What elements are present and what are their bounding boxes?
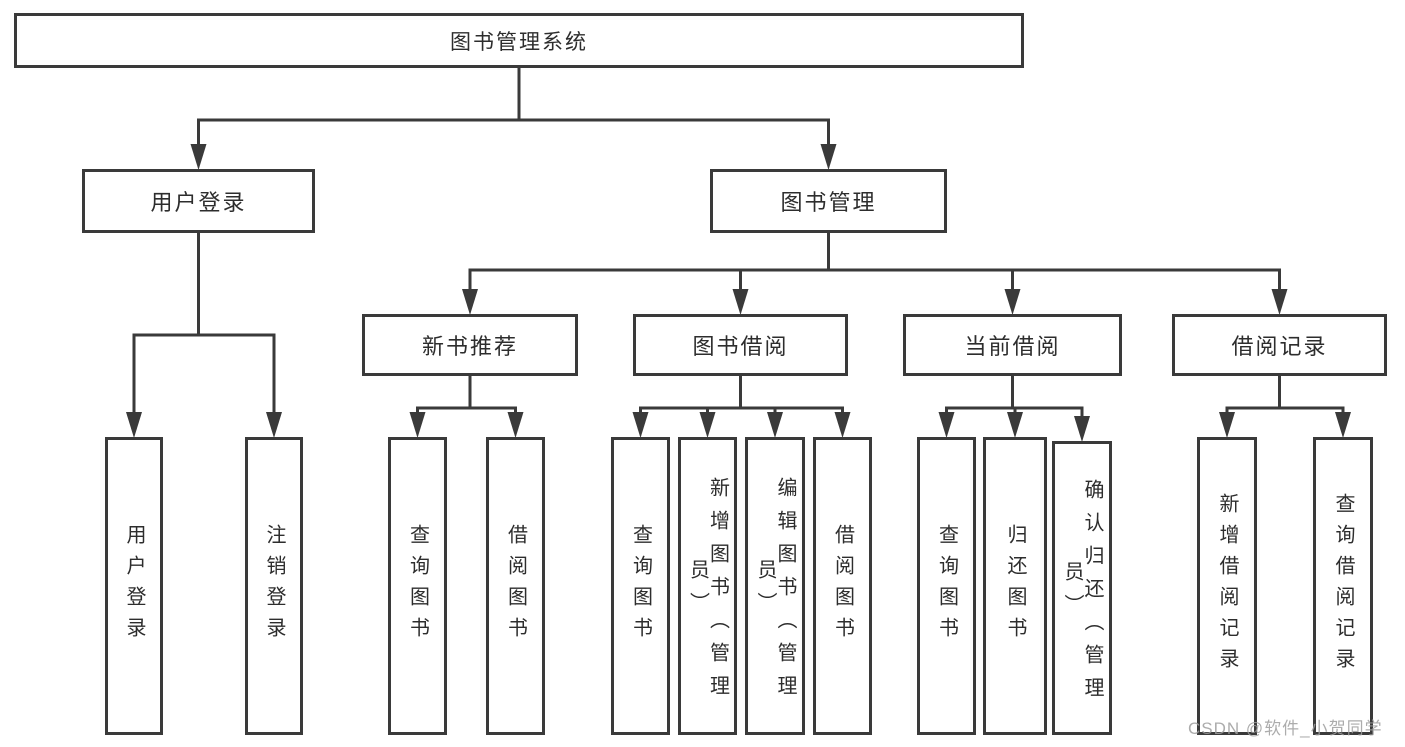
arrowhead-icon <box>126 412 142 438</box>
node-leaf-logout: 注销登录 <box>245 437 303 735</box>
arrowhead-icon <box>409 412 426 438</box>
arrowhead-icon <box>1004 289 1021 315</box>
arrowhead-icon <box>732 289 749 315</box>
node-label: 注销登录 <box>263 524 285 648</box>
node-label: 确认归还（管理员） <box>1061 478 1103 710</box>
node-label: 用户登录 <box>150 190 247 215</box>
arrowhead-icon <box>699 412 716 438</box>
arrowhead-icon <box>632 412 649 438</box>
edge-current-borrow <box>938 376 1090 442</box>
node-bb-query: 查询图书 <box>611 437 670 735</box>
node-label: 查询借阅记录 <box>1332 493 1354 679</box>
node-label: 归还图书 <box>1004 524 1026 648</box>
node-leaf-user-login: 用户登录 <box>105 437 163 735</box>
arrowhead-icon <box>507 412 524 438</box>
node-new-book-rec: 新书推荐 <box>362 314 578 376</box>
node-label: 新增借阅记录 <box>1216 493 1238 679</box>
node-label: 用户登录 <box>123 524 145 648</box>
node-label: 新书推荐 <box>421 334 518 359</box>
node-br-add: 新增借阅记录 <box>1197 437 1257 735</box>
arrowhead-icon <box>1074 416 1090 442</box>
node-label: 借阅图书 <box>831 524 854 648</box>
arrowhead-icon <box>190 144 207 170</box>
node-label: 查询图书 <box>406 524 429 648</box>
node-bb-borrow: 借阅图书 <box>813 437 872 735</box>
node-book-mgmt: 图书管理 <box>710 169 947 233</box>
node-label: 当前借阅 <box>964 334 1061 359</box>
node-label: 编辑图书（管理员） <box>754 476 796 708</box>
node-nb-borrow: 借阅图书 <box>486 437 545 735</box>
edge-root <box>190 68 837 170</box>
arrowhead-icon <box>834 412 851 438</box>
node-label: 查询图书 <box>629 524 652 648</box>
edge-borrow-records <box>1219 376 1351 438</box>
node-root: 图书管理系统 <box>14 13 1024 68</box>
arrowhead-icon <box>462 289 478 315</box>
node-label: 借阅图书 <box>504 524 527 648</box>
node-book-borrow: 图书借阅 <box>633 314 848 376</box>
node-bb-edit: 编辑图书（管理员） <box>745 437 805 735</box>
edge-book-borrow <box>632 376 851 438</box>
edge-new-book-rec <box>409 376 524 438</box>
node-bb-add: 新增图书（管理员） <box>678 437 737 735</box>
arrowhead-icon <box>266 412 282 438</box>
arrowhead-icon <box>1335 412 1351 438</box>
node-cb-query: 查询图书 <box>917 437 976 735</box>
node-user-login: 用户登录 <box>82 169 315 233</box>
arrowhead-icon <box>1007 412 1023 438</box>
node-nb-query: 查询图书 <box>388 437 447 735</box>
node-cb-return: 归还图书 <box>983 437 1047 735</box>
watermark: CSDN @软件_小贺同学 <box>1188 719 1383 738</box>
arrowhead-icon <box>820 144 837 170</box>
node-label: 图书管理 <box>780 190 877 215</box>
edge-book-mgmt <box>462 233 1288 315</box>
node-cb-confirm: 确认归还（管理员） <box>1052 441 1112 735</box>
node-current-borrow: 当前借阅 <box>903 314 1122 376</box>
node-label: 查询图书 <box>935 524 958 648</box>
node-label: 图书管理系统 <box>450 30 588 54</box>
arrowhead-icon <box>767 412 783 438</box>
node-label: 图书借阅 <box>692 334 789 359</box>
arrowhead-icon <box>938 412 955 438</box>
edge-user-login <box>126 233 282 438</box>
node-label: 新增图书（管理员） <box>686 476 729 708</box>
arrowhead-icon <box>1271 289 1288 315</box>
node-br-query: 查询借阅记录 <box>1313 437 1373 735</box>
node-label: 借阅记录 <box>1231 334 1328 359</box>
node-borrow-records: 借阅记录 <box>1172 314 1387 376</box>
arrowhead-icon <box>1219 412 1235 438</box>
